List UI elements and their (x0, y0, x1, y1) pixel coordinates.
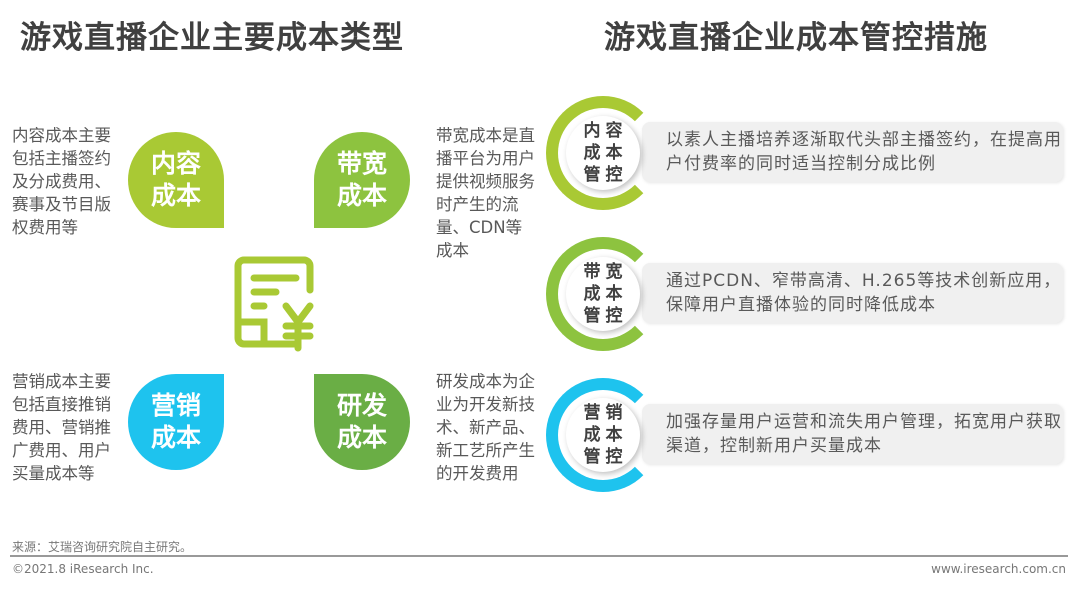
label-line: 成本 (583, 143, 628, 163)
bandwidth-cost-desc: 带宽成本是直播平台为用户提供视频服务时产生的流量、CDN等成本 (436, 126, 535, 260)
marketing-cost-desc: 营销成本主要包括直接推销费用、营销推广费用、用户买量成本等 (12, 372, 111, 483)
petal-label: 营销 (150, 391, 201, 420)
content-control-bar: 以素人主播培养逐渐取代头部主播签约，在提高用户付费率的同时适当控制分成比例 (642, 122, 1063, 182)
footer-divider (10, 555, 1068, 557)
label-line: 营销 (583, 403, 628, 423)
label-line: 管控 (583, 306, 628, 326)
marketing-cost-petal: 营销成本 (128, 374, 224, 470)
label-line: 管控 (583, 165, 628, 185)
rnd-cost-petal: 研发成本 (314, 374, 410, 470)
content-cost-desc: 内容成本主要包括主播签约及分成费用、赛事及节目版权费用等 (12, 126, 111, 237)
content-cost-petal: 内容成本 (128, 132, 224, 228)
source-note: 来源：艾瑞咨询研究院自主研究。 (12, 540, 193, 554)
bandwidth-control-label: 带宽成本管控 (566, 257, 640, 331)
left-title: 游戏直播企业主要成本类型 (20, 20, 404, 56)
bandwidth-cost-petal: 带宽成本 (314, 132, 410, 228)
petal-label: 成本 (150, 181, 201, 210)
marketing-control-label: 营销成本管控 (566, 398, 640, 472)
right-title: 游戏直播企业成本管控措施 (604, 20, 988, 56)
petal-label: 成本 (336, 423, 387, 452)
label-line: 管控 (583, 447, 628, 467)
petal-label: 成本 (150, 423, 201, 452)
copyright: ©2021.8 iResearch Inc. (12, 562, 154, 576)
yuan-document-icon (234, 256, 314, 352)
label-line: 带宽 (583, 262, 628, 282)
content-control-label: 内容成本管控 (566, 116, 640, 190)
ring-holder: 营销成本管控 (546, 378, 660, 492)
marketing-control-bar: 加强存量用户运营和流失用户管理，拓宽用户获取渠道，控制新用户买量成本 (642, 404, 1063, 464)
ring-holder: 带宽成本管控 (546, 237, 660, 351)
petal-label: 研发 (336, 391, 387, 420)
ring-holder: 内容成本管控 (546, 96, 660, 210)
petal-label: 带宽 (336, 149, 387, 178)
label-line: 成本 (583, 425, 628, 445)
petal-label: 成本 (336, 181, 387, 210)
bandwidth-control-bar: 通过PCDN、窄带高清、H.265等技术创新应用，保障用户直播体验的同时降低成本 (642, 263, 1063, 323)
label-line: 成本 (583, 284, 628, 304)
website-link[interactable]: www.iresearch.com.cn (931, 562, 1066, 576)
label-line: 内容 (583, 121, 628, 141)
rnd-cost-desc: 研发成本为企业为开发新技术、新产品、新工艺所产生的开发费用 (436, 372, 535, 483)
petal-label: 内容 (150, 149, 201, 178)
